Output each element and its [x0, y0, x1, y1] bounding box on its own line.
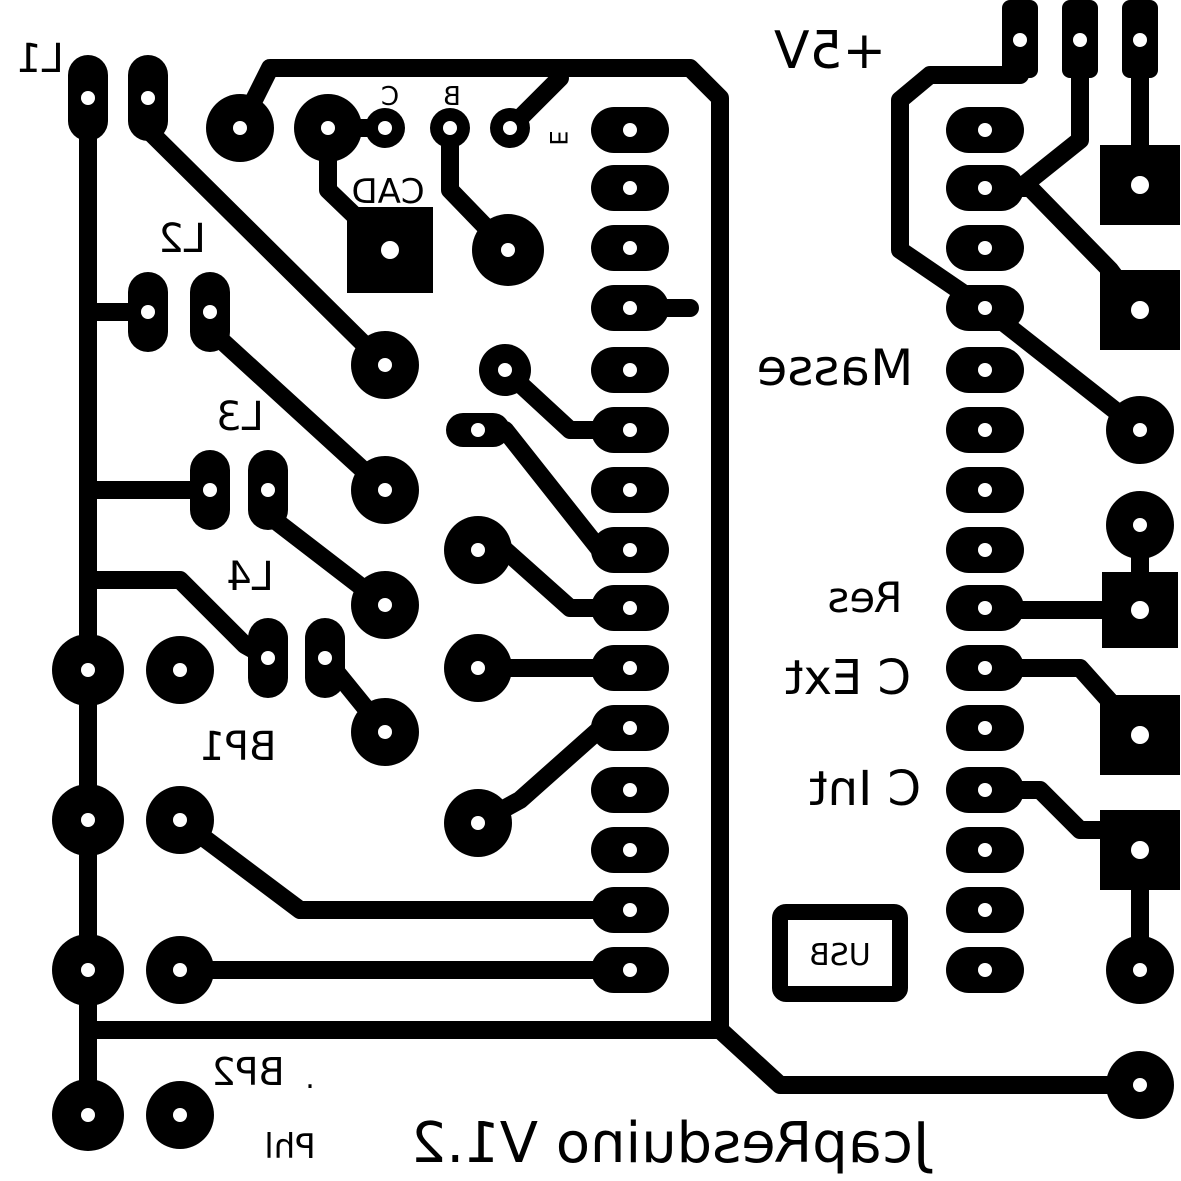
drill-hole [1131, 176, 1149, 194]
label-l4: L4 [226, 554, 274, 600]
label-b: B [443, 82, 461, 112]
drill-hole [141, 91, 155, 105]
drill-hole [978, 903, 992, 917]
label-l1: L1 [16, 36, 64, 82]
drill-hole [978, 363, 992, 377]
drill-hole [1133, 423, 1147, 437]
drill-hole [203, 305, 217, 319]
drill-hole [141, 305, 155, 319]
label-c-ext: C Ext [785, 650, 911, 706]
label-usb: USB [809, 938, 871, 973]
label-bp2: BP2 [211, 1050, 284, 1094]
drill-hole [261, 483, 275, 497]
drill-hole [381, 241, 399, 259]
label-res: Res [827, 573, 902, 622]
drill-hole [1133, 518, 1147, 532]
drill-hole [978, 483, 992, 497]
drill-hole [1133, 963, 1147, 977]
drill-hole [978, 181, 992, 195]
drill-hole [623, 721, 637, 735]
drill-hole [978, 661, 992, 675]
drill-hole [203, 483, 217, 497]
drill-hole [623, 601, 637, 615]
drill-hole [623, 843, 637, 857]
drill-hole [233, 121, 247, 135]
drill-hole [978, 423, 992, 437]
drill-hole [378, 358, 392, 372]
drill-hole [261, 651, 275, 665]
drill-hole [501, 243, 515, 257]
label-dot: . [305, 1061, 315, 1096]
drill-hole [443, 121, 457, 135]
drill-hole [81, 813, 95, 827]
drill-hole [378, 483, 392, 497]
drill-hole [1133, 33, 1147, 47]
drill-hole [623, 903, 637, 917]
label-5v: +5V [773, 21, 886, 81]
drill-hole [1013, 33, 1027, 47]
drill-hole [978, 241, 992, 255]
drill-hole [978, 783, 992, 797]
drill-hole [978, 843, 992, 857]
drill-hole [81, 663, 95, 677]
drill-hole [978, 123, 992, 137]
drill-hole [1131, 301, 1149, 319]
drill-hole [1131, 841, 1149, 859]
drill-hole [81, 1108, 95, 1122]
label-cad: CAD [351, 172, 424, 212]
drill-hole [498, 363, 512, 377]
drill-hole [623, 123, 637, 137]
board-title: JcapResduino V1.2 [411, 1111, 933, 1176]
silkscreen-labels: L1 L2 L3 L4 BP1 BP2 . CAD C B E +5V Mass… [16, 21, 932, 1176]
drill-hole [978, 963, 992, 977]
drill-hole [623, 423, 637, 437]
drill-hole [173, 663, 187, 677]
drill-hole [1131, 601, 1149, 619]
drill-hole [623, 963, 637, 977]
drill-hole [471, 816, 485, 830]
label-c-int: C Int [809, 761, 921, 817]
drill-hole [1133, 1078, 1147, 1092]
drill-hole [978, 721, 992, 735]
label-l3: L3 [216, 394, 264, 440]
label-masse: Masse [757, 339, 914, 397]
drill-hole [623, 181, 637, 195]
usb-outline [772, 904, 908, 1002]
drill-hole [623, 241, 637, 255]
drill-hole [173, 963, 187, 977]
drill-hole [321, 121, 335, 135]
drill-hole [173, 813, 187, 827]
drill-hole [378, 121, 392, 135]
drill-hole [471, 543, 485, 557]
drill-hole [978, 543, 992, 557]
label-l2: L2 [158, 216, 206, 262]
author-label: Phl [264, 1127, 316, 1167]
drill-hole [378, 725, 392, 739]
drill-hole [623, 543, 637, 557]
drill-hole [318, 651, 332, 665]
drill-hole [503, 121, 517, 135]
label-e: E [544, 130, 572, 145]
drill-hole [978, 601, 992, 615]
drill-hole [978, 301, 992, 315]
drill-hole [623, 661, 637, 675]
drill-hole [81, 91, 95, 105]
drill-hole [1073, 33, 1087, 47]
drill-hole [471, 423, 485, 437]
drill-hole [623, 301, 637, 315]
pads [52, 0, 1180, 1151]
drill-hole [1131, 726, 1149, 744]
label-c: C [381, 82, 399, 112]
label-bp1: BP1 [199, 724, 276, 770]
drill-hole [623, 483, 637, 497]
drill-hole [471, 661, 485, 675]
drill-hole [173, 1108, 187, 1122]
drill-hole [378, 598, 392, 612]
drill-hole [623, 783, 637, 797]
drill-hole [81, 963, 95, 977]
drill-hole [623, 363, 637, 377]
